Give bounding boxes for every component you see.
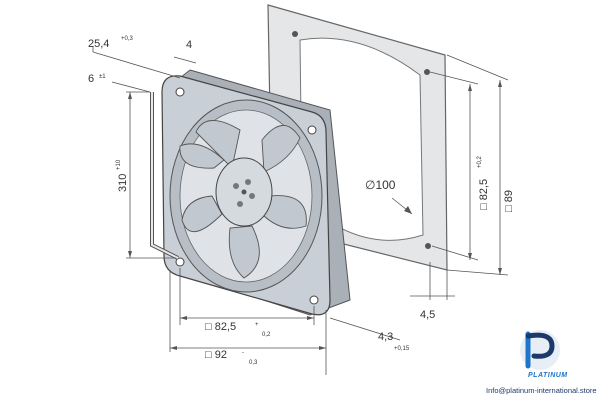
gasket-hole-spacing-label: □ 82,5 xyxy=(478,179,490,210)
mount-hole-bottom-left xyxy=(175,257,185,267)
hub-hole xyxy=(237,201,243,207)
hub-hole xyxy=(249,193,255,199)
hole-diameter-tol-label: +0,15 xyxy=(394,346,410,352)
mount-hole-bottom-right xyxy=(309,295,319,305)
gasket-hole-bottom-right xyxy=(425,243,431,249)
gasket-size-group: □ 89 xyxy=(503,190,515,212)
gasket-hole-top-left xyxy=(292,31,298,37)
depth-tol-label: +0,3 xyxy=(121,36,134,42)
gasket-hole-spacing-group: □ 82,5 +0,2 xyxy=(477,155,490,210)
wire-offset-tol-label: ±1 xyxy=(99,74,106,80)
hub-hole xyxy=(233,183,239,189)
hole-spacing-tol-label: 0,2 xyxy=(262,332,271,338)
lead-length-group: 310 +10 xyxy=(116,159,129,192)
fan-body xyxy=(161,69,351,316)
gasket-opening-label: ∅100 xyxy=(365,178,396,192)
watermark-brand: PLATINUM xyxy=(528,372,568,379)
watermark-url: Info@platinum-international.store xyxy=(486,386,597,395)
dimension-lines xyxy=(92,46,509,375)
depth-label: 25,4 xyxy=(88,38,109,50)
frame-size-label: □ 92 xyxy=(205,349,227,361)
gasket-hole-top-right xyxy=(424,69,430,75)
lead-length-tol-label: +10 xyxy=(116,159,122,170)
gasket-hole-spacing-tol-label: +0,2 xyxy=(477,155,483,168)
wire-offset-label: 6 xyxy=(88,73,94,85)
flange-label: 4 xyxy=(186,39,192,51)
platinum-logo xyxy=(520,330,560,370)
gasket-size-label: □ 89 xyxy=(503,190,515,212)
mount-hole-top-left xyxy=(175,87,185,97)
frame-size-tol-label: 0,3 xyxy=(249,360,258,366)
dimension-arrows xyxy=(128,80,502,350)
hole-diameter-label: 4,3 xyxy=(378,331,393,343)
hub-hole xyxy=(241,189,247,195)
hole-spacing-label: □ 82,5 xyxy=(205,321,236,333)
hub-hole xyxy=(245,179,251,185)
hole-spacing-tol-top-label: + xyxy=(255,322,259,328)
gasket-thickness-label: 4,5 xyxy=(420,309,435,321)
frame-size-tol-top-label: - xyxy=(242,350,244,356)
mount-hole-top-right xyxy=(307,125,317,135)
lead-length-label: 310 xyxy=(117,174,129,192)
